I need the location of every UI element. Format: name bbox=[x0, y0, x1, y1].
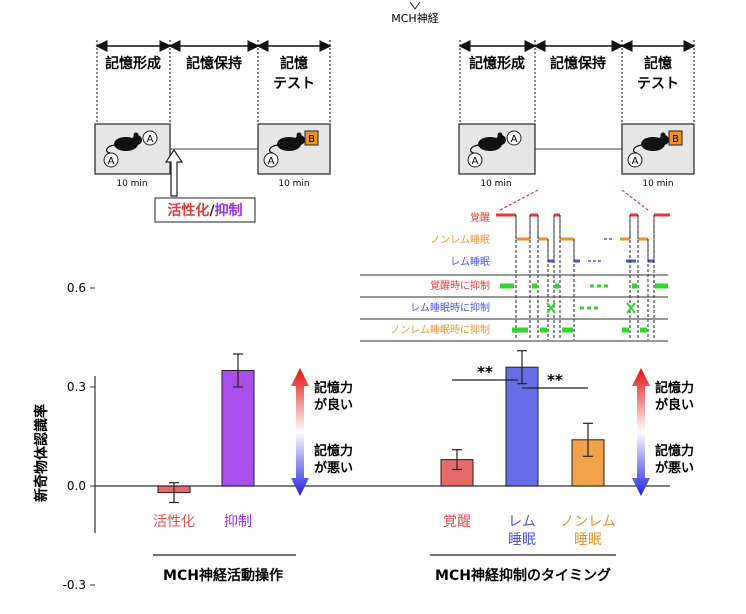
phase-label: 記憶保持 bbox=[186, 55, 242, 72]
duration-label: 10 min bbox=[278, 179, 309, 189]
memory-good-line1: 記憶力 bbox=[655, 380, 694, 396]
svg-text:B: B bbox=[308, 134, 315, 145]
bar bbox=[505, 366, 539, 487]
group-label: MCH神経活動操作 bbox=[163, 567, 283, 584]
phase-label-line2: テスト bbox=[273, 76, 315, 92]
state-label: ノンレム睡眠 bbox=[430, 233, 490, 246]
phase-label-line1: 記憶 bbox=[644, 55, 672, 72]
bar-chart: 新奇物体認識率 0.60.30.0-0.3 活性化抑制覚醒レム睡眠ノンレム睡眠 … bbox=[33, 281, 670, 592]
y-tick-label: 0.6 bbox=[67, 281, 86, 295]
phase-label-line2: テスト bbox=[637, 76, 679, 92]
object-b-icon bbox=[304, 130, 319, 146]
row-label: レム睡眠時に抑制 bbox=[410, 301, 490, 314]
significance-label: ** bbox=[547, 371, 563, 389]
object-a-icon bbox=[506, 130, 522, 146]
header-label: MCH神経 bbox=[391, 11, 438, 25]
memory-arrow-right: 記憶力 が良い 記憶力 が悪い bbox=[632, 368, 694, 496]
category-label: 抑制 bbox=[224, 514, 252, 530]
phase-label: 記憶形成 bbox=[105, 55, 161, 72]
memory-bad-line1: 記憶力 bbox=[655, 443, 694, 459]
object-a-icon bbox=[627, 152, 643, 168]
memory-good-line1: 記憶力 bbox=[314, 380, 353, 396]
phase-label: 記憶形成 bbox=[469, 55, 525, 72]
memory-bad-line2: が悪い bbox=[314, 460, 353, 476]
header-caret bbox=[409, 1, 421, 10]
y-tick-label: 0.3 bbox=[67, 380, 86, 394]
up-arrow-icon bbox=[164, 148, 184, 197]
object-a-icon bbox=[103, 152, 119, 168]
state-label: 覚醒 bbox=[470, 211, 490, 224]
significance-label: ** bbox=[477, 363, 493, 381]
protocol-left: 記憶形成 記憶保持 記憶 テスト A A 10 min B A 10 min bbox=[94, 40, 332, 223]
protocol-right: 記憶形成 記憶保持 記憶 テスト A A 10 min B A 10 min bbox=[458, 40, 696, 211]
phase-label: 記憶保持 bbox=[550, 55, 606, 72]
state-label: レム睡眠 bbox=[450, 255, 490, 268]
duration-label: 10 min bbox=[480, 179, 511, 189]
svg-text:A: A bbox=[147, 134, 154, 145]
memory-bad-line2: が悪い bbox=[655, 460, 694, 476]
group-label: MCH神経抑制のタイミング bbox=[435, 567, 611, 584]
row-label: 覚醒時に抑制 bbox=[430, 279, 490, 292]
object-a-icon bbox=[467, 152, 483, 168]
category-label: 覚醒 bbox=[443, 514, 471, 530]
zoom-line bbox=[499, 189, 539, 211]
svg-text:B: B bbox=[672, 134, 679, 145]
svg-text:A: A bbox=[108, 156, 115, 167]
category-label: ノンレム睡眠 bbox=[560, 514, 616, 548]
memory-bad-line1: 記憶力 bbox=[314, 443, 353, 459]
category-label: レム睡眠 bbox=[508, 514, 536, 548]
mouse-icon bbox=[632, 132, 669, 154]
y-tick-label: 0.0 bbox=[67, 479, 86, 493]
memory-arrow-left: 記憶力 が良い 記憶力 が悪い bbox=[291, 368, 353, 496]
zoom-line bbox=[621, 189, 649, 211]
row-label: ノンレム睡眠時に抑制 bbox=[390, 323, 490, 336]
svg-text:A: A bbox=[632, 156, 639, 167]
duration-label: 10 min bbox=[116, 179, 147, 189]
category-label: 活性化 bbox=[153, 514, 195, 530]
memory-good-line2: が良い bbox=[655, 397, 694, 413]
manipulation-box bbox=[154, 197, 256, 223]
manipulation-label: 活性化/抑制 bbox=[167, 202, 242, 219]
svg-text:A: A bbox=[511, 134, 518, 145]
duration-label: 10 min bbox=[642, 179, 673, 189]
memory-good-line2: が良い bbox=[314, 397, 353, 413]
y-axis-label: 新奇物体認識率 bbox=[33, 404, 50, 502]
object-a-icon bbox=[142, 130, 158, 146]
bar bbox=[221, 370, 255, 487]
y-tick-label: -0.3 bbox=[63, 578, 86, 592]
object-b-icon bbox=[668, 130, 683, 146]
gradient-arrow-icon bbox=[632, 368, 650, 496]
timing-diagram: 覚醒 ノンレム睡眠 レム睡眠 覚醒時に抑制 レム睡眠時に抑 bbox=[360, 211, 670, 342]
mouse-icon bbox=[105, 132, 142, 154]
mouse-icon bbox=[268, 132, 305, 154]
gradient-arrow-icon bbox=[291, 368, 309, 496]
phase-label-line1: 記憶 bbox=[280, 55, 308, 72]
object-a-icon bbox=[263, 152, 279, 168]
svg-text:A: A bbox=[268, 156, 275, 167]
mouse-icon bbox=[469, 132, 506, 154]
svg-text:A: A bbox=[472, 156, 479, 167]
